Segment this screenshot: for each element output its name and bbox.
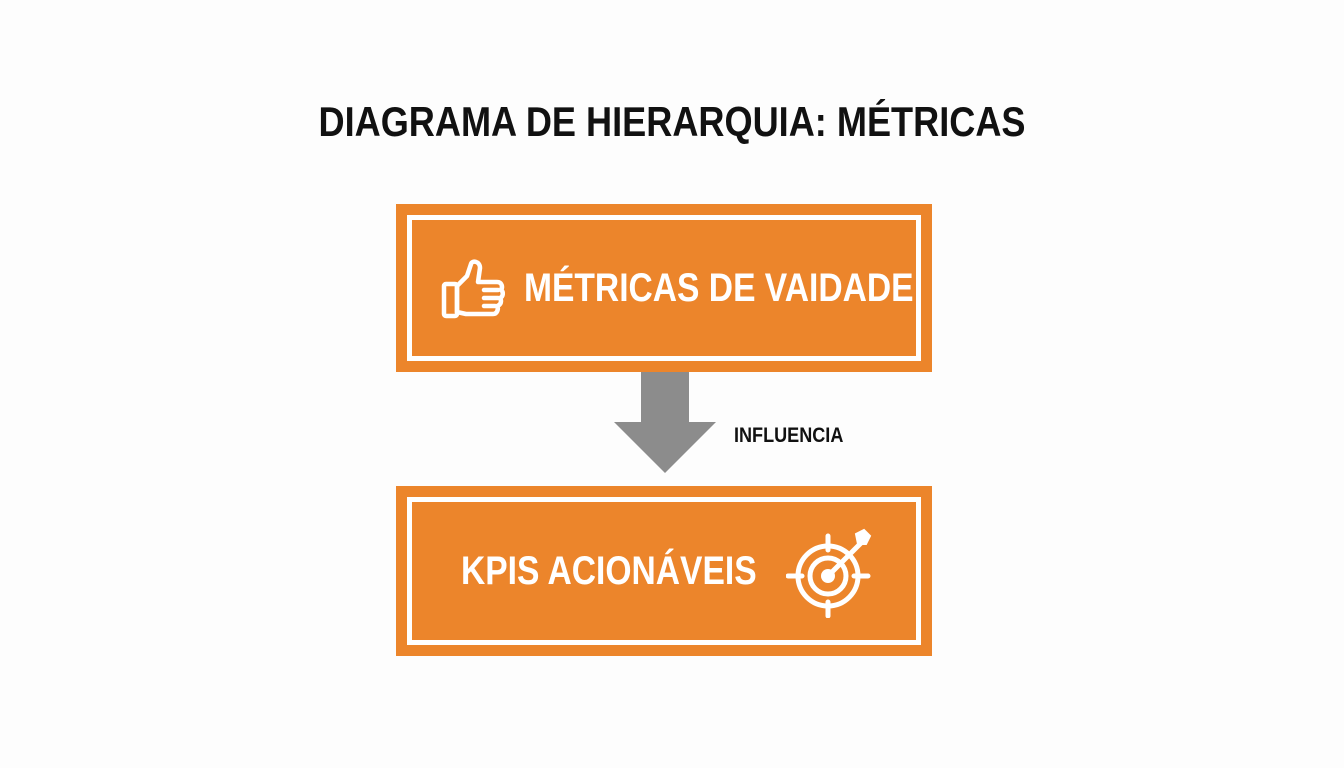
thumbs-up-icon — [441, 259, 506, 319]
down-arrow-icon — [614, 372, 716, 473]
node-inner-border — [407, 215, 921, 361]
node-actionable-kpis — [396, 486, 932, 656]
node-label: MÉTRICAS DE VAIDADE — [524, 266, 914, 310]
node-label: KPIS ACIONÁVEIS — [461, 549, 757, 593]
target-arrow-icon — [786, 528, 872, 618]
connector-label: INFLUENCIA — [734, 424, 844, 447]
node-inner-border — [407, 497, 921, 645]
diagram-title: DIAGRAMA DE HIERARQUIA: MÉTRICAS — [318, 98, 1026, 145]
